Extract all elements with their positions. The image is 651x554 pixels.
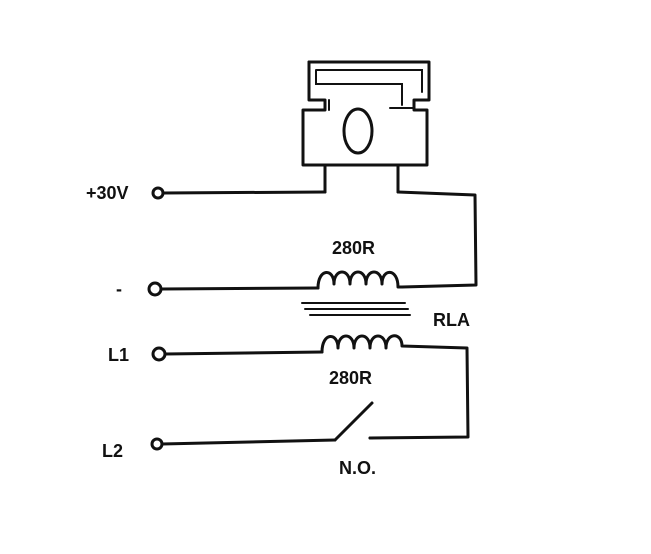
wire-l1	[163, 350, 324, 356]
label-contact: N.O.	[339, 458, 376, 478]
label-relay: RLA	[433, 310, 470, 330]
label-coil-top: 280R	[332, 238, 375, 258]
wire-device-return	[396, 190, 478, 289]
coil-icon-top	[316, 270, 404, 290]
wire-l2	[160, 438, 337, 446]
terminal-icon-minus	[147, 281, 163, 297]
component-icon	[301, 60, 431, 194]
label-l1: L1	[108, 345, 129, 365]
label-plus30v: +30V	[86, 183, 129, 203]
label-l2: L2	[102, 441, 123, 461]
label-coil-bottom: 280R	[329, 368, 372, 388]
coil-icon-bottom	[320, 334, 470, 440]
wire-minus	[159, 286, 320, 291]
label-minus: -	[116, 279, 122, 299]
switch-contact-icon	[333, 401, 374, 442]
terminal-icon-l1	[151, 346, 167, 362]
wire-plus30v	[161, 190, 327, 195]
relay-core	[301, 302, 411, 316]
